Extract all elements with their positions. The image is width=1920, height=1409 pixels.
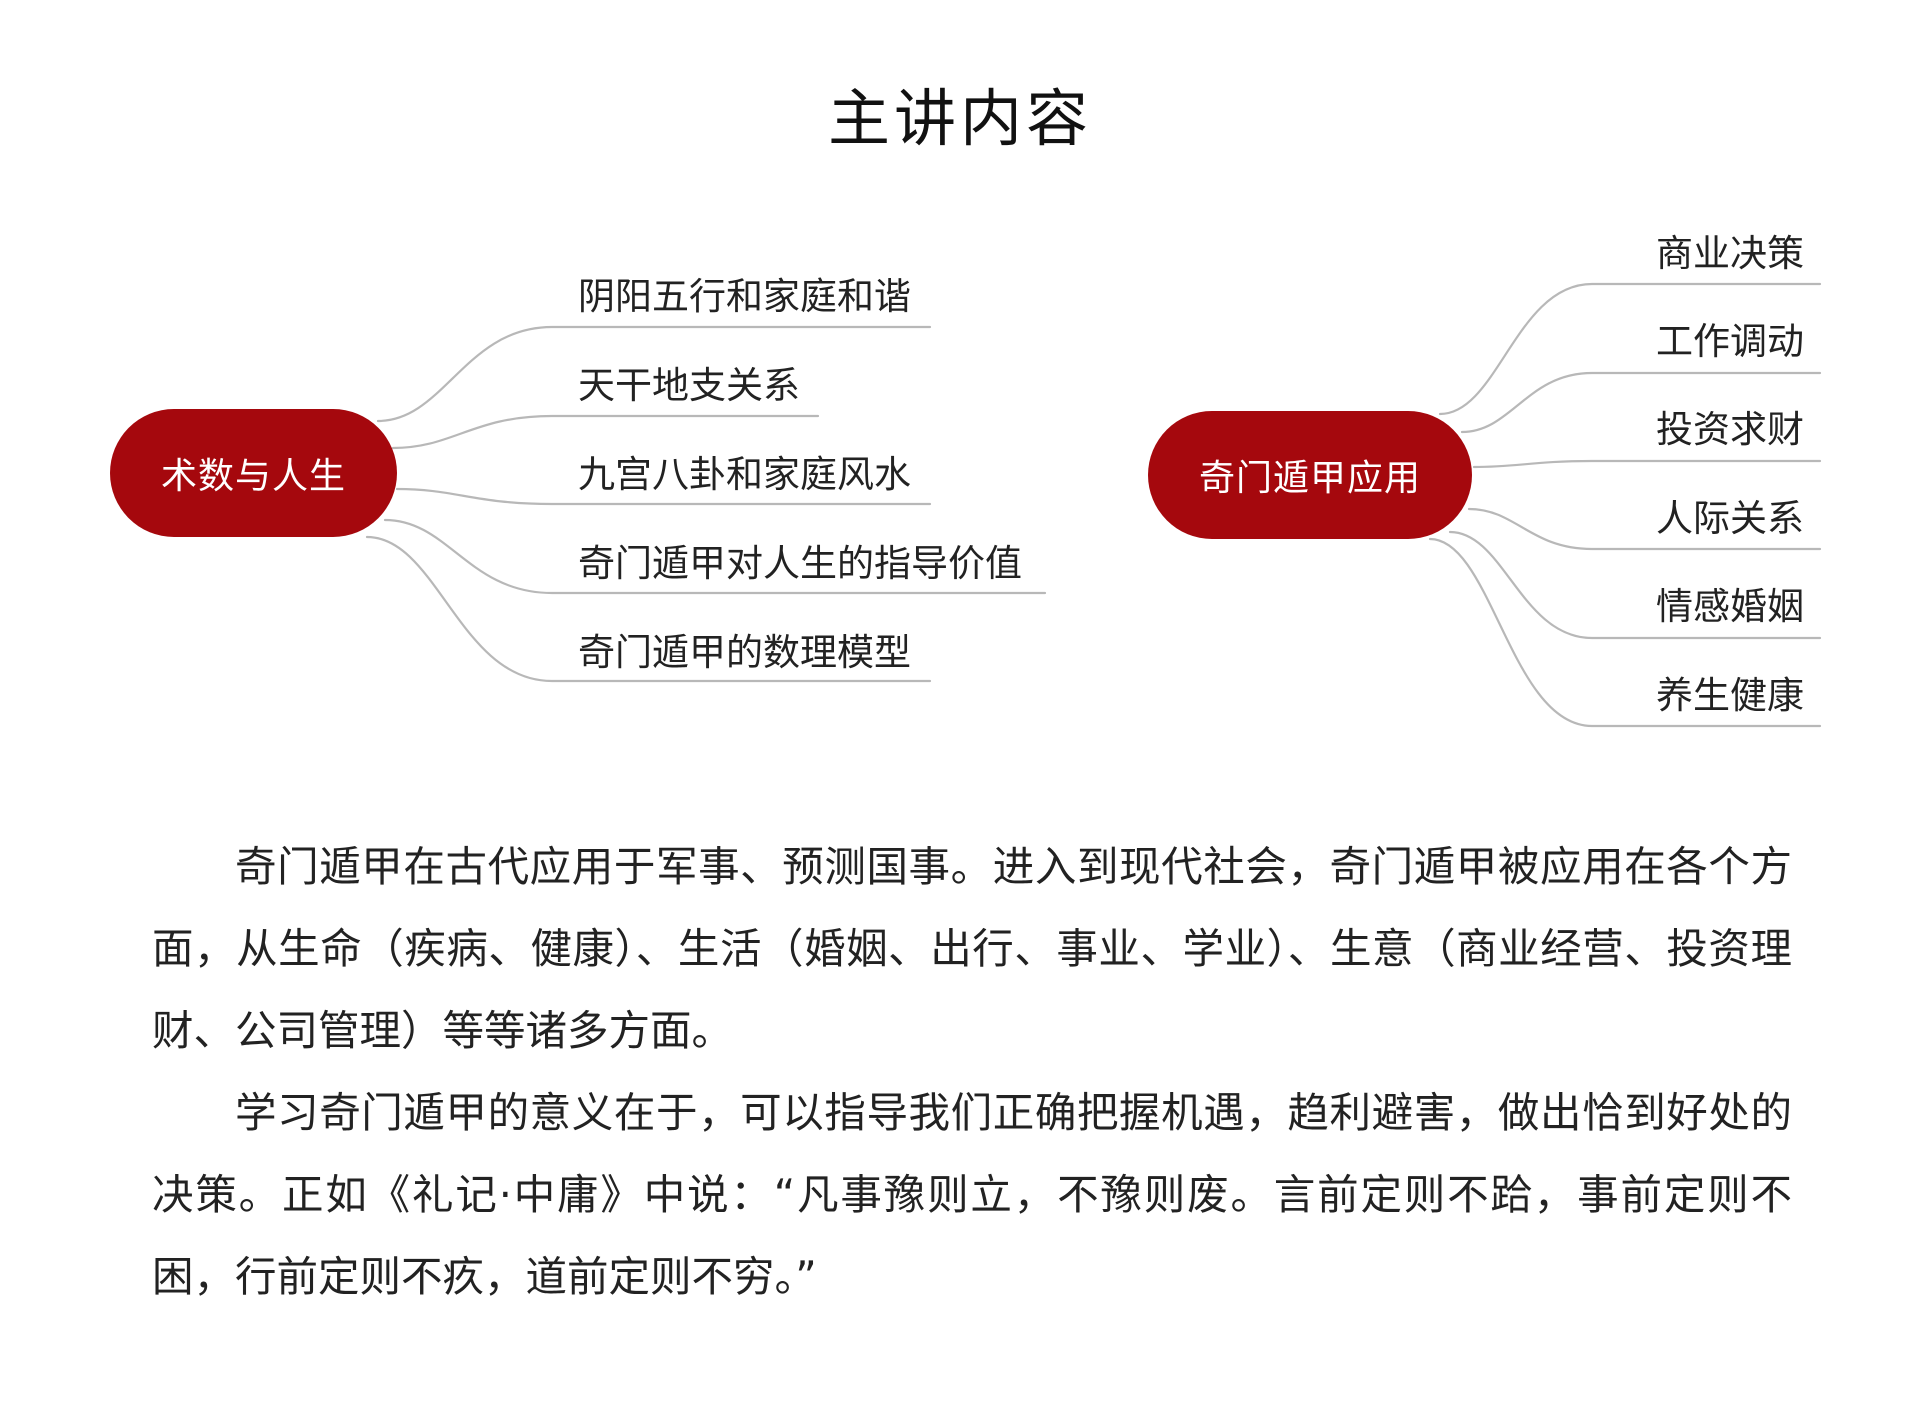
hub-node-left: 术数与人生 xyxy=(110,409,397,537)
branch-label-left: 奇门遁甲的数理模型 xyxy=(578,631,911,674)
branch-connector xyxy=(1467,507,1822,551)
branch-connector xyxy=(1428,537,1822,728)
branch-label-right: 商业决策 xyxy=(1656,232,1804,275)
branch-label-right: 情感婚姻 xyxy=(1656,585,1804,628)
body-paragraph: 奇门遁甲在古代应用于军事、预测国事。进入到现代社会，奇门遁甲被应用在各个方面，从… xyxy=(152,842,1792,1055)
branch-connector xyxy=(1460,371,1822,434)
body-paragraph: 学习奇门遁甲的意义在于，可以指导我们正确把握机遇，趋利避害，做出恰到好处的决策。… xyxy=(152,1088,1792,1301)
branch-label-left: 九宫八卦和家庭风水 xyxy=(578,453,911,496)
branch-label-left: 天干地支关系 xyxy=(578,364,800,407)
branch-connector xyxy=(395,487,932,506)
branch-label-left: 阴阳五行和家庭和谐 xyxy=(578,275,911,318)
page-title: 主讲内容 xyxy=(827,82,1092,155)
branch-connector xyxy=(1472,459,1822,469)
branch-label-left: 奇门遁甲对人生的指导价值 xyxy=(578,542,1022,585)
branch-label-right: 工作调动 xyxy=(1656,320,1804,363)
body-text: 奇门遁甲在古代应用于军事、预测国事。进入到现代社会，奇门遁甲被应用在各个方面，从… xyxy=(152,826,1792,1318)
branch-connector xyxy=(383,518,1047,595)
branch-connector xyxy=(365,535,932,683)
branch-label-right: 人际关系 xyxy=(1656,497,1804,540)
branch-label-right: 投资求财 xyxy=(1656,408,1804,451)
branch-connector xyxy=(376,325,932,423)
branch-label-right: 养生健康 xyxy=(1656,674,1804,717)
hub-node-right: 奇门遁甲应用 xyxy=(1148,411,1472,539)
branch-connector xyxy=(391,414,820,450)
branch-connector-lines xyxy=(365,282,1822,728)
branch-connector xyxy=(1438,282,1822,416)
branch-connector xyxy=(1448,530,1822,640)
mind-map-diagram: 术数与人生 奇门遁甲应用 阴阳五行和家庭和谐 天干地支关系 九宫八卦和家庭风水 … xyxy=(110,232,1822,728)
